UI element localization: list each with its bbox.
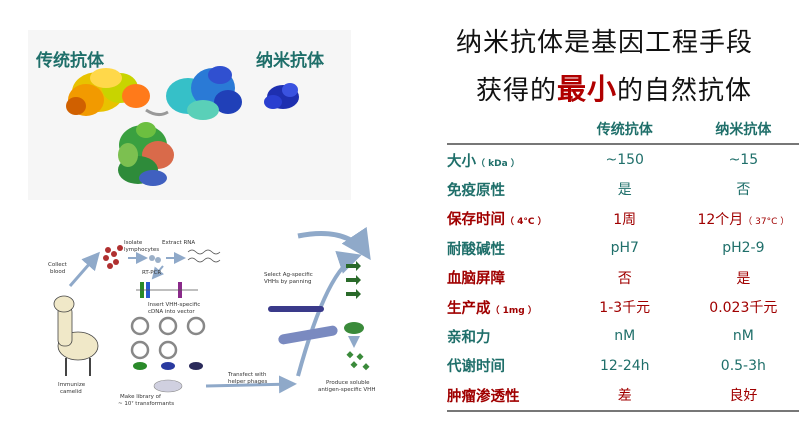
immunize-text-2: camelid xyxy=(60,389,82,395)
property-label: 生产成 xyxy=(447,300,491,317)
insert-text-2: cDNA into vector xyxy=(148,309,195,315)
property-cell: 大小（ kDa ） xyxy=(447,144,562,174)
table-row: 生产成（ 1mg ） 1-3千元 0.023千元 xyxy=(447,292,799,321)
headline-highlight: 最小 xyxy=(557,72,618,106)
nano-value-cell: 12个月（ 37°C ） xyxy=(688,204,799,233)
rt-pcr-text: RT-PCR xyxy=(142,270,161,276)
property-label: 血脑屏障 xyxy=(447,271,505,288)
blood-cells-icon xyxy=(103,245,123,269)
immunize-text-1: Immunize xyxy=(58,382,86,388)
conventional-antibody-model xyxy=(66,66,242,186)
headline-line-2: 获得的最小的自然抗体 xyxy=(476,66,752,108)
table-header-conventional: 传统抗体 xyxy=(561,114,688,146)
table-row: 大小（ kDa ） ~150 ~15 xyxy=(447,144,799,174)
table-row: 保存时间（ 4°C ） 1周 12个月（ 37°C ） xyxy=(447,204,799,233)
property-cell: 生产成（ 1mg ） xyxy=(447,292,562,321)
property-unit: （ 1mg ） xyxy=(490,305,537,316)
extract-rna-text: Extract RNA xyxy=(162,240,195,246)
property-unit: （ 4°C ） xyxy=(505,217,547,228)
conventional-value: 12-24h xyxy=(599,357,650,374)
table-header-row: 传统抗体 纳米抗体 xyxy=(447,114,799,146)
nano-value-cell: 0.5-3h xyxy=(688,351,799,380)
headline-line-2-after: 的自然抗体 xyxy=(617,76,753,106)
antibody-structure-image xyxy=(66,66,299,186)
property-label: 代谢时间 xyxy=(447,359,505,376)
select-text-2: VHHs by panning xyxy=(264,279,311,285)
transfect-text-1: Transfect with xyxy=(227,372,267,378)
nanobody-label: 纳米抗体 xyxy=(256,51,324,71)
property-cell: 免疫原性 xyxy=(447,175,562,204)
nano-value-cell: 0.023千元 xyxy=(688,292,799,321)
vhh-particles xyxy=(346,351,370,371)
table-row: 耐酸碱性 pH7 pH2-9 xyxy=(447,234,799,263)
property-label: 耐酸碱性 xyxy=(447,241,505,258)
nano-value: nM xyxy=(732,328,754,345)
conventional-value: 差 xyxy=(561,380,688,412)
conventional-antibody-label: 传统抗体 xyxy=(36,51,104,71)
nano-value-cell: 否 xyxy=(688,175,799,204)
produce-text-2: antigen-specific VHH xyxy=(318,387,375,393)
nano-value: pH2-9 xyxy=(722,240,765,257)
transfect-text-2: helper phages xyxy=(228,379,268,385)
isolate-text-1: Isolate xyxy=(124,240,143,246)
isolate-text-2: lymphocytes xyxy=(124,247,159,253)
property-cell: 代谢时间 xyxy=(447,351,562,380)
conventional-value: ~150 xyxy=(605,152,644,169)
conventional-value: 1周 xyxy=(613,211,637,228)
property-label: 免疫原性 xyxy=(447,182,505,199)
property-label: 保存时间 xyxy=(447,212,505,229)
conventional-value: nM xyxy=(614,328,636,345)
camelid-icon xyxy=(53,295,99,376)
nano-value: 否 xyxy=(736,182,751,199)
table-row: 免疫原性 是 否 xyxy=(447,175,799,204)
nanobody-production-workflow: Immunize camelid Collect blood Isolate l… xyxy=(28,226,388,412)
table-row: 肿瘤渗透性 差 良好 xyxy=(447,380,799,412)
conventional-value: pH7 xyxy=(610,240,639,257)
property-cell: 肿瘤渗透性 xyxy=(447,380,562,412)
nano-value-cell: pH2-9 xyxy=(688,234,799,263)
nano-value-cell: 是 xyxy=(688,263,799,292)
conventional-value: 是 xyxy=(617,182,632,199)
nano-value: 良好 xyxy=(729,388,758,405)
nano-value: 12个月 xyxy=(697,211,744,228)
table-header-blank xyxy=(447,114,562,146)
conventional-value: 否 xyxy=(617,270,632,287)
table-row: 血脑屏障 否 是 xyxy=(447,263,799,292)
nanobody-model xyxy=(264,83,299,109)
property-label: 肿瘤渗透性 xyxy=(447,388,520,405)
nano-value-cell: nM xyxy=(688,322,799,351)
library-text-1: Make library of xyxy=(120,394,162,400)
nano-value: ~15 xyxy=(728,152,759,169)
select-text-1: Select Ag-specific xyxy=(264,272,313,278)
property-cell: 亲和力 xyxy=(447,322,562,351)
library-text-2: ~ 10⁷ transformants xyxy=(118,400,174,407)
nano-unit: （ 37°C ） xyxy=(743,216,790,227)
table-row: 代谢时间 12-24h 0.5-3h xyxy=(447,351,799,380)
table-row: 亲和力 nM nM xyxy=(447,322,799,351)
conventional-value: 1-3千元 xyxy=(599,300,651,317)
property-label: 大小 xyxy=(447,153,476,170)
property-cell: 保存时间（ 4°C ） xyxy=(447,204,562,233)
nano-value: 0.5-3h xyxy=(720,357,766,374)
headline-line-2-before: 获得的 xyxy=(476,76,558,106)
nano-value-cell: 良好 xyxy=(687,380,799,412)
nano-value: 0.023千元 xyxy=(709,300,778,317)
table-header-nano: 纳米抗体 xyxy=(687,114,799,146)
collect-text-1: Collect xyxy=(48,262,68,268)
property-cell: 耐酸碱性 xyxy=(447,234,562,263)
produce-text-1: Produce soluble xyxy=(326,380,370,386)
insert-text-1: Insert VHH-specific xyxy=(148,302,200,308)
nano-value: 是 xyxy=(736,270,751,287)
property-label: 亲和力 xyxy=(447,329,491,346)
collect-text-2: blood xyxy=(50,269,65,275)
property-cell: 血脑屏障 xyxy=(447,263,562,292)
property-unit: （ kDa ） xyxy=(476,158,520,169)
headline-line-1: 纳米抗体是基因工程手段 xyxy=(456,28,754,58)
nano-value-cell: ~15 xyxy=(688,144,799,174)
phage-icons xyxy=(344,261,364,334)
